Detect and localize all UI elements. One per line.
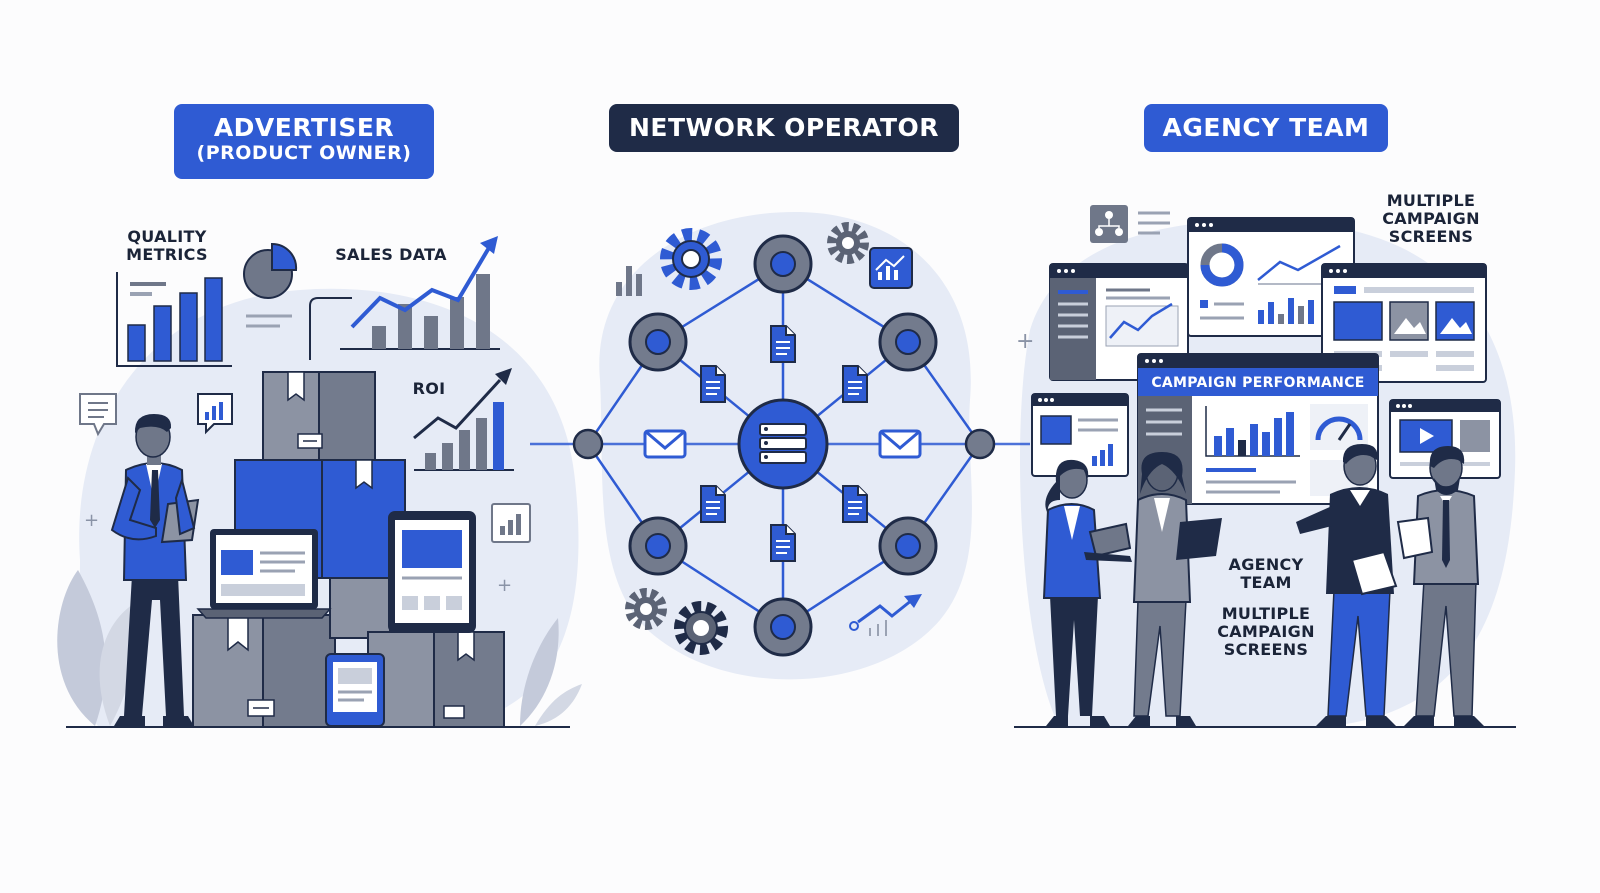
trend-arrow-icon: [495, 368, 512, 385]
server-icon: [737, 398, 829, 490]
gear-icon: [674, 601, 728, 655]
screen-gallery: [1321, 263, 1487, 383]
agency-person-man-2: [1396, 446, 1484, 726]
document-icon: [700, 485, 726, 523]
small-tablet-icon: [325, 653, 385, 727]
sales-data-chart: [340, 236, 500, 350]
envelope-icon: [878, 429, 922, 459]
pie-chart-icon: [243, 242, 298, 328]
roi-chart: [413, 368, 514, 471]
document-icon: [770, 325, 796, 363]
network-node: [753, 234, 813, 294]
screen-donut-chart: [1187, 217, 1355, 337]
document-icon: [842, 485, 868, 523]
advertiser-person: [110, 414, 200, 726]
network-icon: [1090, 205, 1170, 243]
quality-metrics-label: QUALITY METRICS: [126, 227, 208, 264]
multiple-campaign-screens-bottom-label: MULTIPLE CAMPAIGN SCREENS: [1217, 604, 1315, 659]
screen-video: [1389, 399, 1501, 479]
document-icon: [770, 524, 796, 562]
agency-team-header: AGENCY TEAM: [1144, 104, 1388, 152]
chart-bubble-icon: [197, 393, 233, 435]
network-operator-title: NETWORK OPERATOR: [628, 113, 940, 142]
agency-person-woman-1: [1042, 459, 1132, 726]
speech-bubble-icon: [79, 393, 117, 437]
network-node: [878, 516, 938, 576]
screen-dashboard: [1049, 263, 1189, 381]
document-icon: [700, 365, 726, 403]
plus-decor-icon: +: [1016, 329, 1034, 354]
plant-decor: [57, 570, 582, 726]
roi-label: ROI: [412, 379, 446, 398]
network-node: [628, 312, 688, 372]
sales-data-label: SALES DATA: [335, 245, 447, 264]
play-icon: [1420, 428, 1434, 444]
document-icon: [842, 365, 868, 403]
agency-team-label: AGENCY TEAM: [1228, 555, 1304, 592]
endpoint-node: [572, 428, 604, 460]
advertiser-title: ADVERTISER: [213, 113, 395, 142]
campaign-performance-title: CAMPAIGN PERFORMANCE: [1151, 375, 1365, 391]
advertiser-subtitle: (PRODUCT OWNER): [196, 142, 412, 164]
network-node: [878, 312, 938, 372]
tablet-icon: [388, 511, 476, 633]
quality-metrics-chart: [116, 272, 232, 367]
plus-decor-icon: +: [84, 510, 99, 531]
agency-person-man-1: [1296, 444, 1398, 726]
network-node: [628, 516, 688, 576]
agency-team-title: AGENCY TEAM: [1162, 113, 1370, 142]
agency-person-woman-2: [1128, 452, 1222, 726]
analytics-icon: [869, 247, 913, 289]
endpoint-node: [964, 428, 996, 460]
screen-small-left: [1031, 393, 1129, 477]
envelope-icon: [643, 429, 687, 459]
multiple-campaign-screens-top-label: MULTIPLE CAMPAIGN SCREENS: [1382, 191, 1480, 246]
laptop-icon: [196, 529, 332, 619]
trend-arrow-icon: [480, 236, 498, 254]
network-node: [753, 597, 813, 657]
advertiser-header: ADVERTISER (PRODUCT OWNER): [174, 104, 434, 179]
plus-decor-icon: +: [497, 575, 512, 596]
bar-chart-icon: [616, 266, 642, 296]
trend-arrow-icon: [849, 594, 922, 636]
network-operator-header: NETWORK OPERATOR: [609, 104, 959, 152]
bar-chart-icon: [491, 503, 531, 543]
